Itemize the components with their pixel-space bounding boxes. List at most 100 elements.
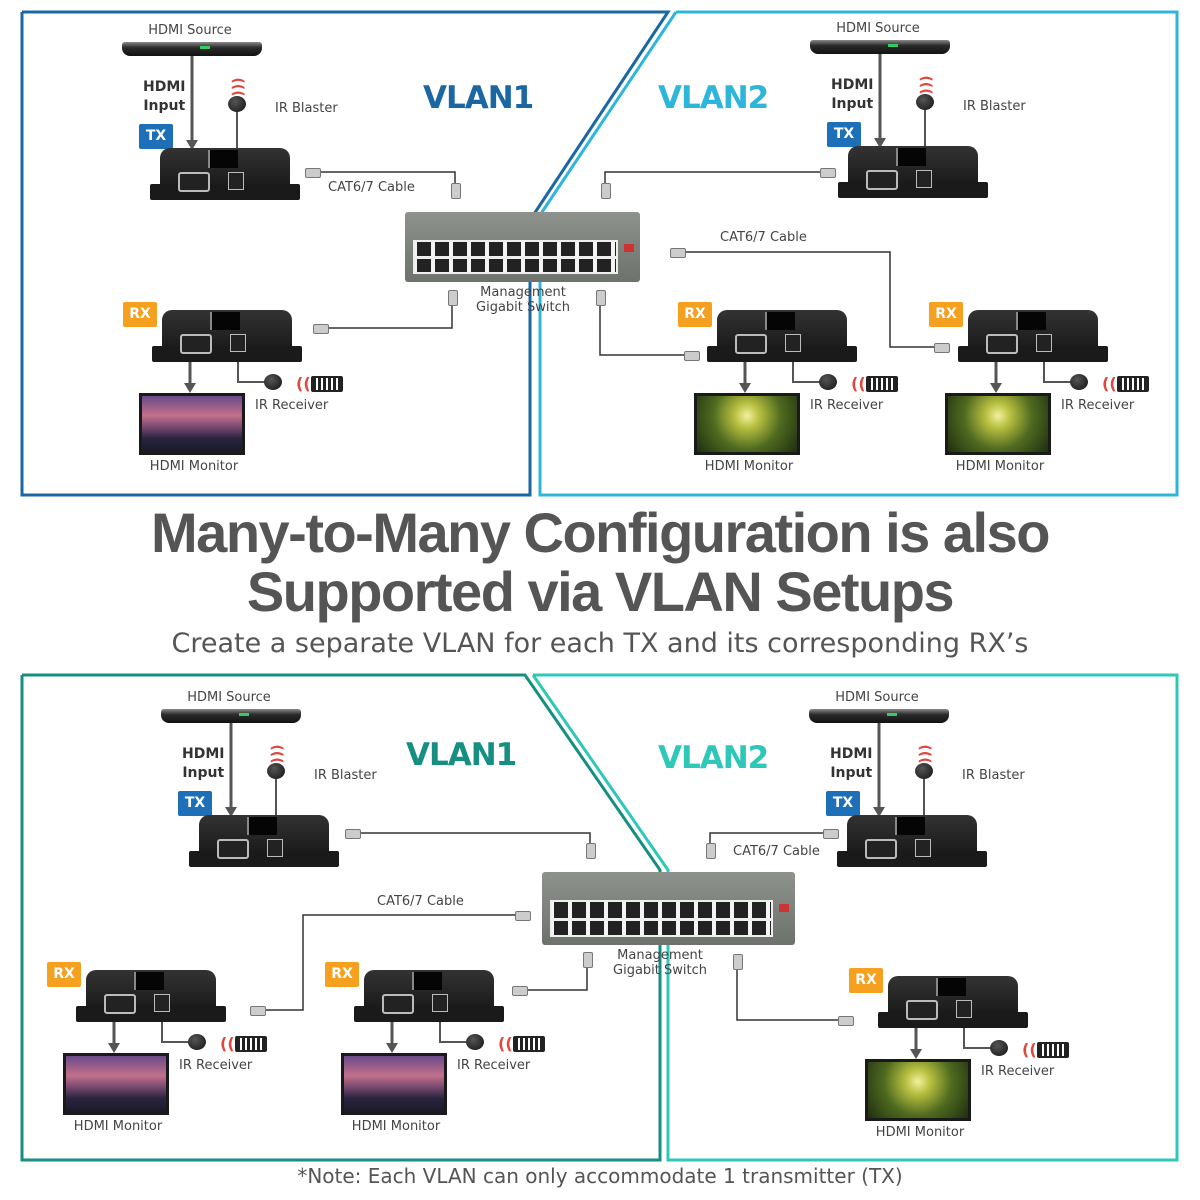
rx-extender-port <box>906 1000 938 1020</box>
tx-extender-tag <box>895 817 925 835</box>
rx-badge: RX <box>325 962 359 987</box>
vlan1-label: VLAN1 <box>423 80 534 116</box>
ir-receiver-label: IR Receiver <box>255 398 329 413</box>
rj45-connector <box>515 911 531 921</box>
hdmi-output-arrow-head <box>990 383 1002 393</box>
cable-label: CAT6/7 Cable <box>733 844 820 859</box>
tx-extender-port <box>866 170 898 190</box>
hdmi-output-arrow-head <box>108 1043 120 1053</box>
ir-receiver-icon <box>188 1034 206 1050</box>
cat-cable <box>599 300 688 356</box>
headline-line2: Supported via VLAN Setups <box>246 560 955 623</box>
tx-extender-foot <box>189 851 339 867</box>
hdmi-output-arrow-head <box>910 1049 922 1059</box>
ir-receiver-icon <box>819 374 837 390</box>
hdmi-source-label: HDMI Source <box>835 690 919 705</box>
rj45-connector <box>448 290 458 306</box>
rx-extender-foot <box>707 346 857 362</box>
ir-receiver-icon <box>466 1034 484 1050</box>
hdmi-monitor <box>139 393 245 455</box>
tx-extender-foot <box>150 184 300 200</box>
tx-extender-port <box>865 839 897 859</box>
rj45-connector <box>512 986 528 996</box>
rj45-connector <box>451 183 461 199</box>
rx-extender-port <box>986 334 1018 354</box>
hdmi-source-player <box>810 40 950 54</box>
remote-control-icon <box>311 376 343 392</box>
hdmi-output-arrow-head <box>739 383 751 393</box>
rj45-connector <box>706 843 716 859</box>
rx-extender-jack <box>154 994 170 1012</box>
cable-label: CAT6/7 Cable <box>328 180 415 195</box>
hdmi-monitor <box>945 393 1051 455</box>
rj45-connector <box>586 843 596 859</box>
ir-blaster-icon <box>916 94 934 110</box>
ir-signal-icon: (( <box>851 374 866 393</box>
tx-extender-tag <box>247 817 277 835</box>
headline-line1: Many-to-Many Configuration is also <box>151 501 1050 564</box>
tx-extender-jack <box>228 172 244 190</box>
rx-extender <box>958 310 1108 362</box>
rx-extender-port <box>104 994 136 1014</box>
rx-extender-foot <box>958 346 1108 362</box>
tx-extender-foot <box>838 182 988 198</box>
rx-extender-foot <box>152 346 302 362</box>
ir-receiver-icon <box>990 1040 1008 1056</box>
rj45-connector <box>684 351 700 361</box>
hdmi-source-label: HDMI Source <box>148 23 232 38</box>
tx-extender-tag <box>208 150 238 168</box>
rx-extender-jack <box>432 994 448 1012</box>
hdmi-input-label: HDMI Input <box>182 746 225 781</box>
tx-extender-foot <box>837 851 987 867</box>
rj45-connector <box>305 168 321 178</box>
hdmi-monitor-label: HDMI Monitor <box>704 459 794 474</box>
tx-badge: TX <box>826 791 860 816</box>
ir-signal-icon: (( <box>1102 374 1117 393</box>
remote-control-icon <box>1037 1042 1069 1058</box>
vlan2-panel-border <box>538 10 1179 497</box>
tx-extender-tag <box>896 148 926 166</box>
rx-badge: RX <box>47 962 81 987</box>
vlan2-panel-border <box>531 673 1179 1162</box>
cat-cable <box>736 962 843 1021</box>
ir-blaster-label: IR Blaster <box>314 768 377 783</box>
rj45-connector <box>250 1006 266 1016</box>
switch-label: Management Gigabit Switch <box>613 948 707 978</box>
rx-extender-port <box>735 334 767 354</box>
rx-extender-jack <box>785 334 801 352</box>
rj45-connector <box>670 248 686 258</box>
rx-extender-jack <box>230 334 246 352</box>
hdmi-source-label: HDMI Source <box>836 21 920 36</box>
tx-extender-port <box>217 839 249 859</box>
rj45-connector <box>601 183 611 199</box>
tx-extender <box>837 815 987 867</box>
rx-extender-port <box>382 994 414 1014</box>
ir-blaster-label: IR Blaster <box>275 101 338 116</box>
ir-signal-icon: ((( <box>229 77 246 97</box>
switch-led <box>779 904 789 912</box>
rx-extender-tag <box>936 978 966 996</box>
switch-ports <box>550 900 773 937</box>
ir-receiver-label: IR Receiver <box>810 398 884 413</box>
hdmi-source-player <box>809 709 949 723</box>
rx-extender-port <box>180 334 212 354</box>
ir-signal-icon: (( <box>1022 1040 1037 1059</box>
hdmi-input-arrow-head <box>874 138 886 148</box>
ir-signal-icon: (( <box>498 1034 513 1053</box>
tx-extender-port <box>178 172 210 192</box>
switch-led <box>624 244 634 252</box>
ir-signal-icon: ((( <box>917 75 934 95</box>
ir-blaster-label: IR Blaster <box>963 99 1026 114</box>
ir-blaster-label: IR Blaster <box>962 768 1025 783</box>
cable-label: CAT6/7 Cable <box>720 230 807 245</box>
tx-badge: TX <box>178 791 212 816</box>
vlan2-label: VLAN2 <box>658 740 769 776</box>
ir-signal-icon: (( <box>296 374 311 393</box>
ir-receiver-label: IR Receiver <box>981 1064 1055 1079</box>
ir-receiver-label: IR Receiver <box>1061 398 1135 413</box>
switch-ports <box>413 240 618 274</box>
rx-extender-tag <box>412 972 442 990</box>
hdmi-monitor <box>63 1053 169 1115</box>
rj45-connector <box>838 1016 854 1026</box>
